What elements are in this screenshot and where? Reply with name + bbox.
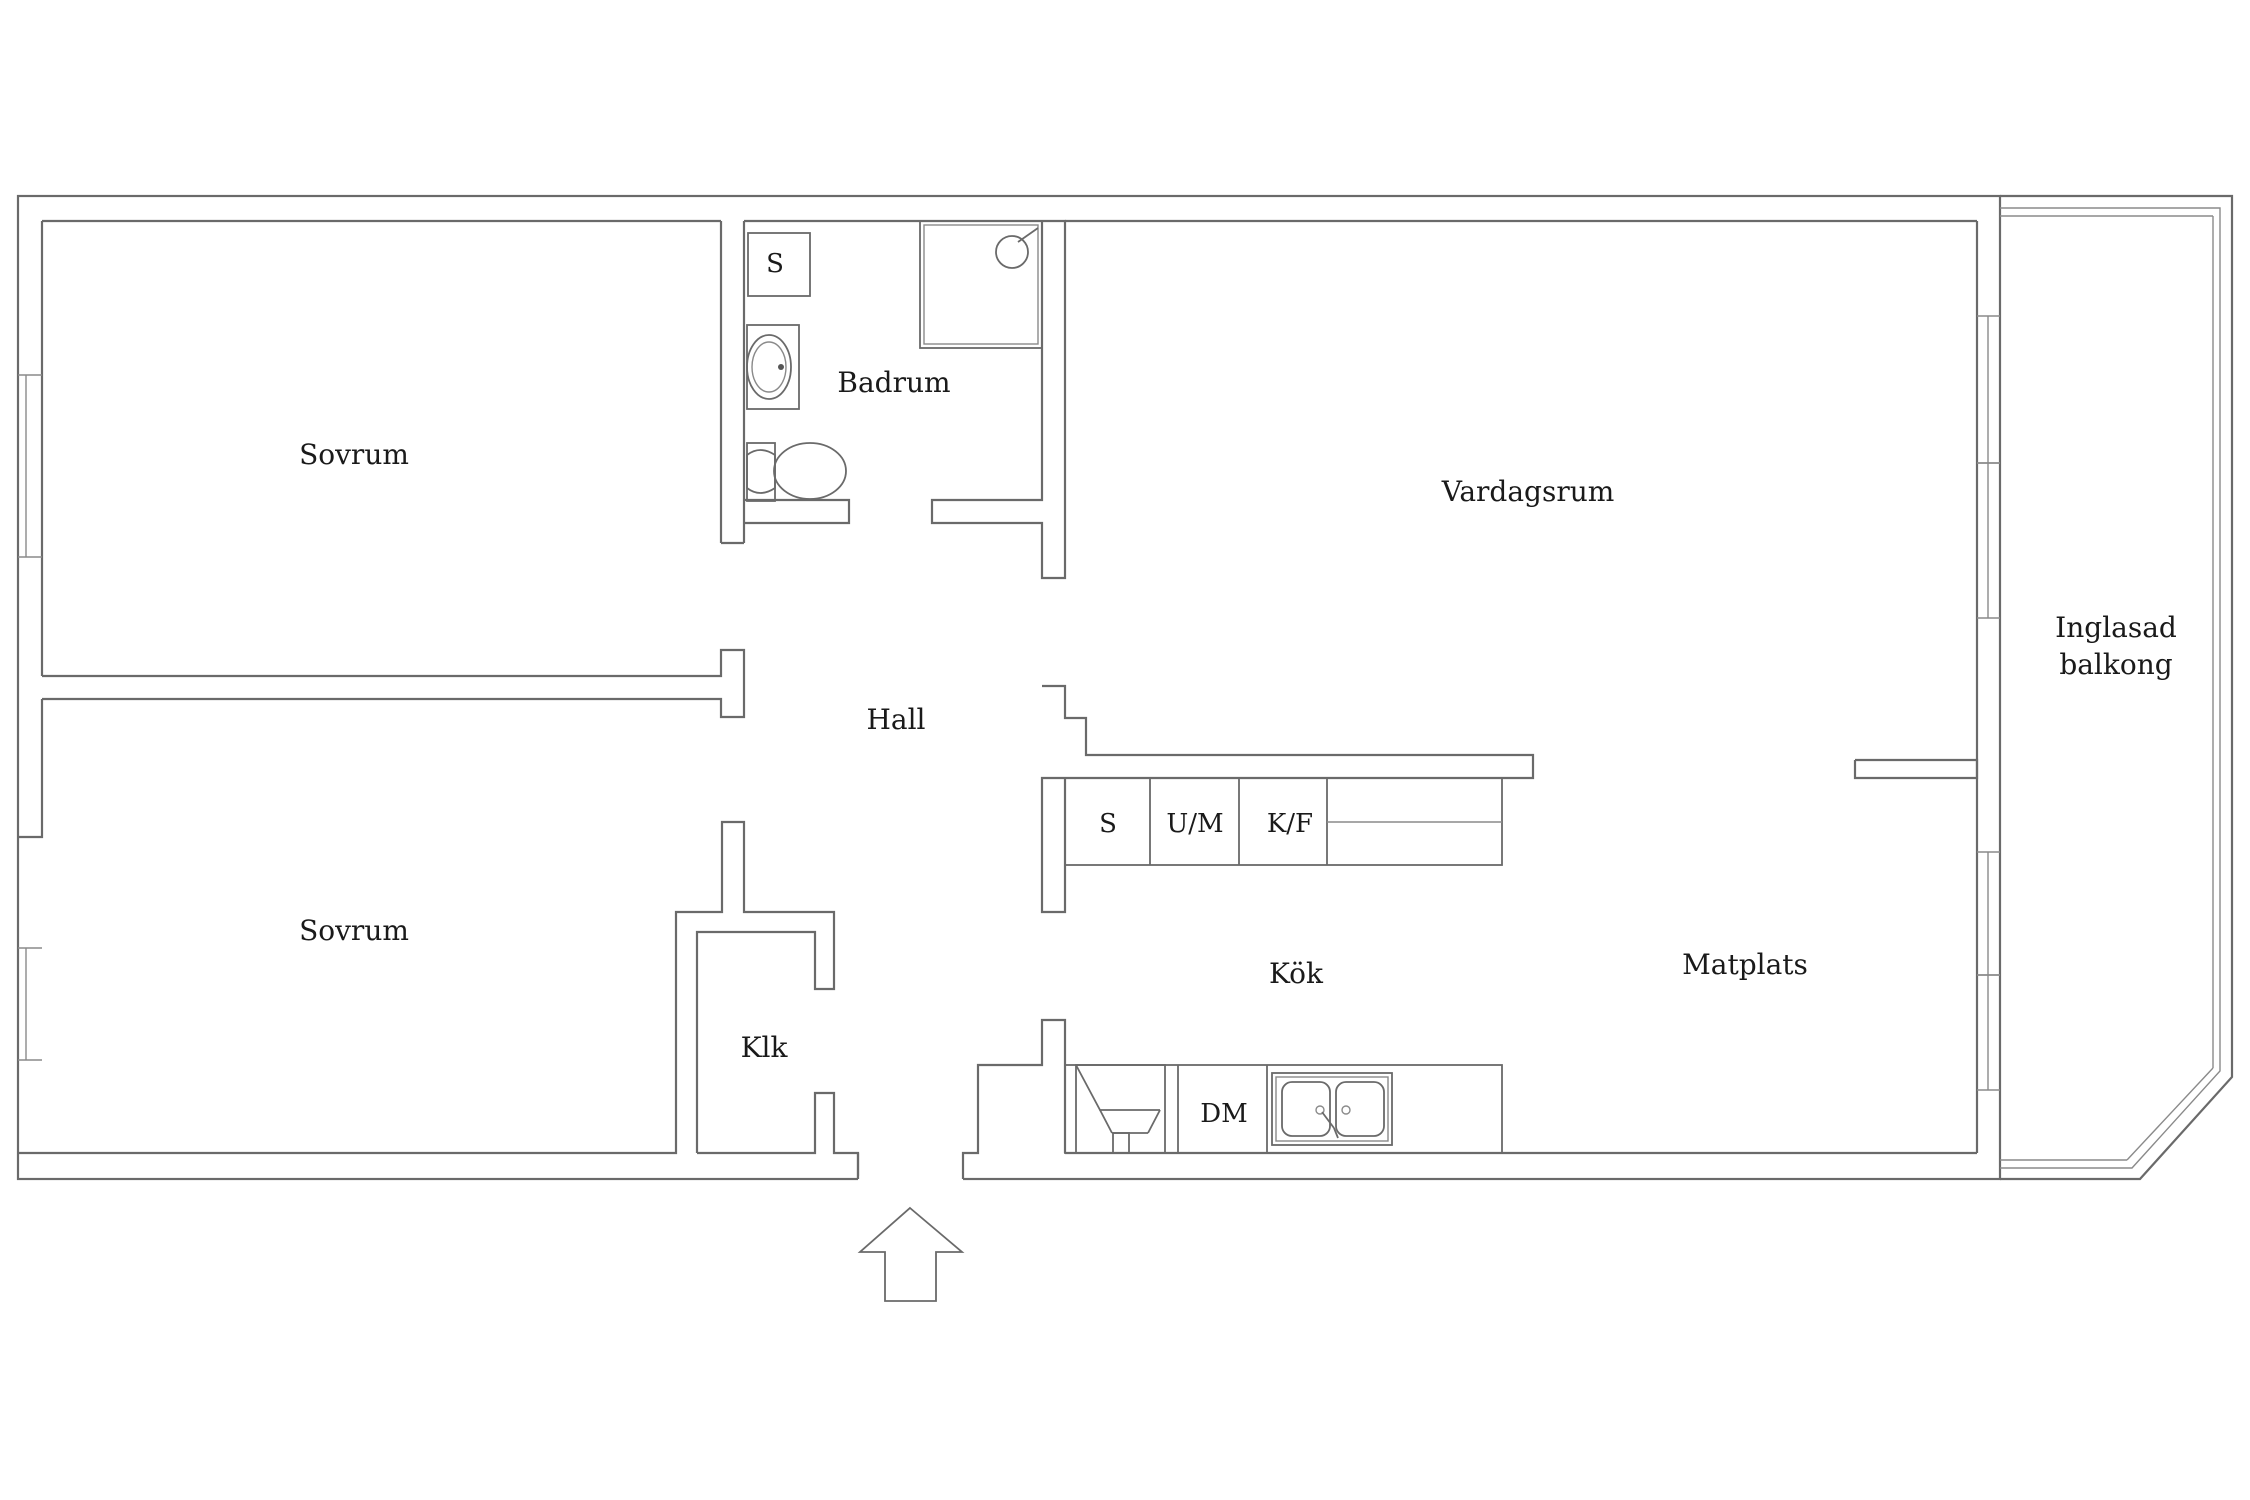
bedroom-bottom-walls [18,699,836,1155]
bedroom-top-walls [42,221,746,719]
inner-right-wall [1065,219,1979,1155]
window-left-bottom [18,947,42,1061]
window-right-4 [1977,974,2000,1091]
bathroom-walls [744,219,1067,580]
bath-cabinet [747,232,811,297]
room-label-closet: Klk [741,1031,789,1064]
fixture-label-bath-cabinet: S [766,249,784,279]
entrance-arrow-icon [857,1206,965,1302]
toilet-icon [746,442,847,502]
room-label-bathroom: Badrum [837,366,950,399]
sink-icon [746,324,800,410]
sink-double-icon [1271,1072,1393,1146]
kitchen-lower-counter [1064,1064,1503,1154]
fixture-label-dishwasher: DM [1200,1099,1247,1129]
room-label-balcony-line2: balkong [2059,648,2172,681]
kitchen-partition [1040,684,1535,914]
room-label-dining: Matplats [1682,948,1808,981]
kitchen-upper-counter [1064,777,1503,866]
window-right-2 [1977,462,2000,619]
living-room-partition [1853,758,1979,780]
entrance-opening [856,1018,1067,1182]
fixture-label-oven-micro: U/M [1166,809,1223,839]
stove-hood-icon [1075,1064,1166,1154]
room-label-kitchen: Kök [1269,957,1324,990]
fixture-label-kitchen-cabinet: S [1099,809,1117,839]
fixture-label-fridge-freezer: K/F [1267,809,1313,839]
outer-walls [16,194,2002,1181]
balcony-outline [2000,194,2234,1181]
room-label-living-room: Vardagsrum [1441,475,1615,508]
room-label-bedroom-bottom: Sovrum [299,914,409,947]
room-label-balcony-line1: Inglasad [2055,611,2177,644]
window-left-top [18,374,42,558]
closet-walls [697,1091,860,1179]
window-right-3 [1977,851,2000,976]
shower-icon [919,220,1043,349]
window-right-1 [1977,315,2000,464]
room-label-hall: Hall [866,703,925,736]
room-label-bedroom-top: Sovrum [299,438,409,471]
